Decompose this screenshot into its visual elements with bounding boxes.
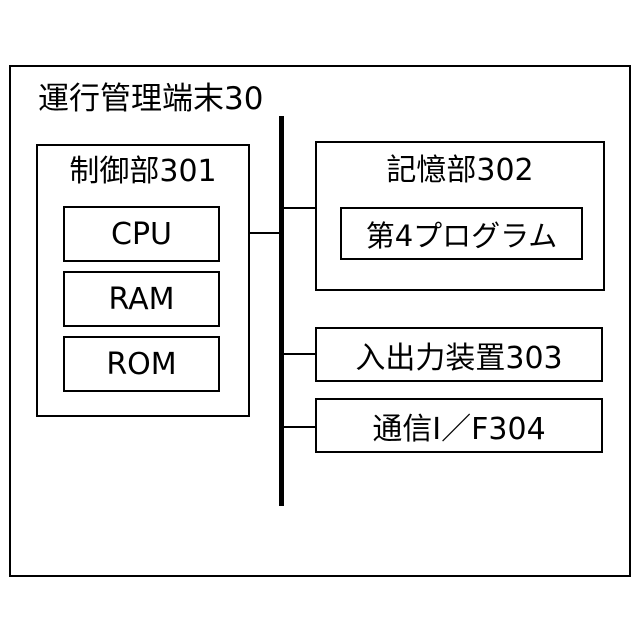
- storage-unit-title: 記憶部302: [315, 156, 605, 186]
- control-unit-title: 制御部301: [36, 157, 250, 187]
- program-box: 第4プログラム: [340, 207, 583, 260]
- connector-control: [249, 232, 281, 234]
- cpu-label: CPU: [111, 217, 172, 252]
- connector-comm: [282, 426, 316, 428]
- comm-interface-label: 通信I／F304: [372, 404, 545, 448]
- connector-io: [282, 353, 316, 355]
- rom-box: ROM: [63, 336, 220, 392]
- cpu-box: CPU: [63, 206, 220, 262]
- bus-line: [279, 116, 284, 506]
- connector-storage: [282, 207, 316, 209]
- terminal-title: 運行管理端末30: [38, 84, 263, 115]
- rom-label: ROM: [106, 347, 176, 382]
- io-device-label: 入出力装置303: [355, 333, 562, 377]
- ram-box: RAM: [63, 271, 220, 327]
- io-device: 入出力装置303: [315, 327, 603, 382]
- ram-label: RAM: [108, 282, 174, 317]
- comm-interface: 通信I／F304: [315, 398, 603, 453]
- program-label: 第4プログラム: [366, 213, 558, 255]
